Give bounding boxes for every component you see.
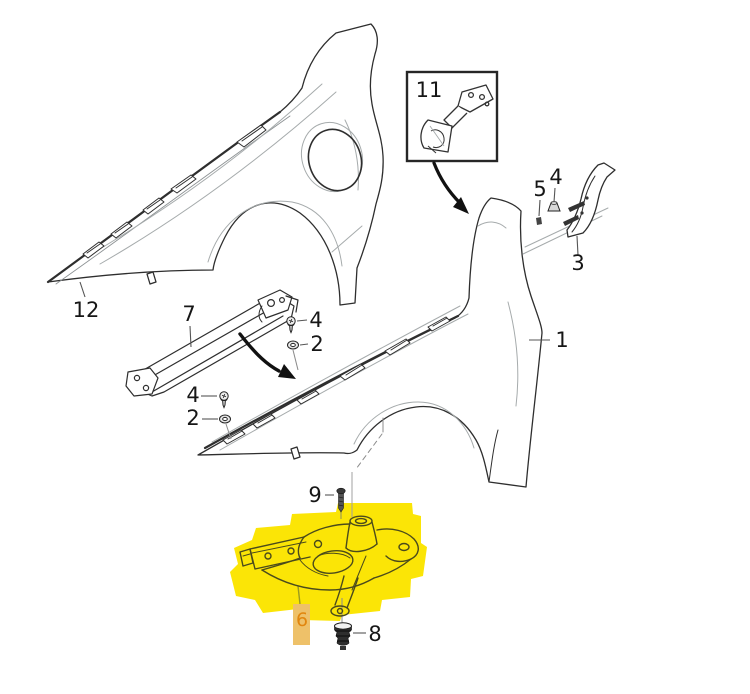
fender-right-drawing [197, 197, 543, 488]
inset-box [405, 70, 499, 163]
screw-9-glyph [336, 487, 346, 513]
callout-11-inset-bracket[interactable]: 11 [416, 78, 443, 102]
highlight-6-label-box[interactable] [293, 604, 310, 645]
callout-3-trim[interactable]: 3 [571, 251, 584, 275]
highlight-marker-6 [230, 503, 427, 621]
fender-right-clips [222, 316, 451, 445]
trim-3-drawing [522, 162, 616, 255]
fender-left-drawing [46, 23, 384, 306]
callout-4-nut-top[interactable]: 4 [549, 165, 562, 189]
grommet-8-glyph [334, 622, 352, 650]
bracket-11-drawing [420, 84, 494, 154]
callout-9-screw-bracket[interactable]: 9 [308, 483, 321, 507]
nut-4-top-glyph [547, 201, 561, 212]
callout-leader-lines [79, 187, 579, 634]
callout-2-washer-low[interactable]: 2 [186, 406, 199, 430]
clip-5-glyph [536, 217, 542, 225]
callout-1-fender-right[interactable]: 1 [555, 328, 568, 352]
callout-5-clip[interactable]: 5 [533, 177, 546, 201]
leader-washer-mid [292, 349, 299, 371]
washer-2-mid-glyph [287, 340, 299, 350]
callout-7-rail[interactable]: 7 [182, 302, 195, 326]
arrow-inset-to-fender [432, 161, 469, 214]
screw-4-low-glyph [219, 391, 229, 409]
screw-4-mid-glyph [286, 316, 296, 334]
leader-washer-low [225, 423, 232, 440]
arrow-rail-to-fender [238, 332, 296, 379]
callout-4-screw-mid[interactable]: 4 [309, 308, 322, 332]
washer-2-low-glyph [219, 414, 231, 424]
fender-left-clips [82, 124, 267, 259]
bracket-6-drawing [239, 515, 419, 617]
callout-2-washer-mid[interactable]: 2 [310, 332, 323, 356]
callout-12-fender-left[interactable]: 12 [73, 298, 100, 322]
fender-hole [300, 121, 364, 193]
callout-4-screw-low[interactable]: 4 [186, 383, 199, 407]
rail-7-drawing [125, 289, 299, 397]
callout-6-bracket-highlighted[interactable]: 6 [296, 609, 308, 631]
callout-8-grommet[interactable]: 8 [368, 622, 381, 646]
